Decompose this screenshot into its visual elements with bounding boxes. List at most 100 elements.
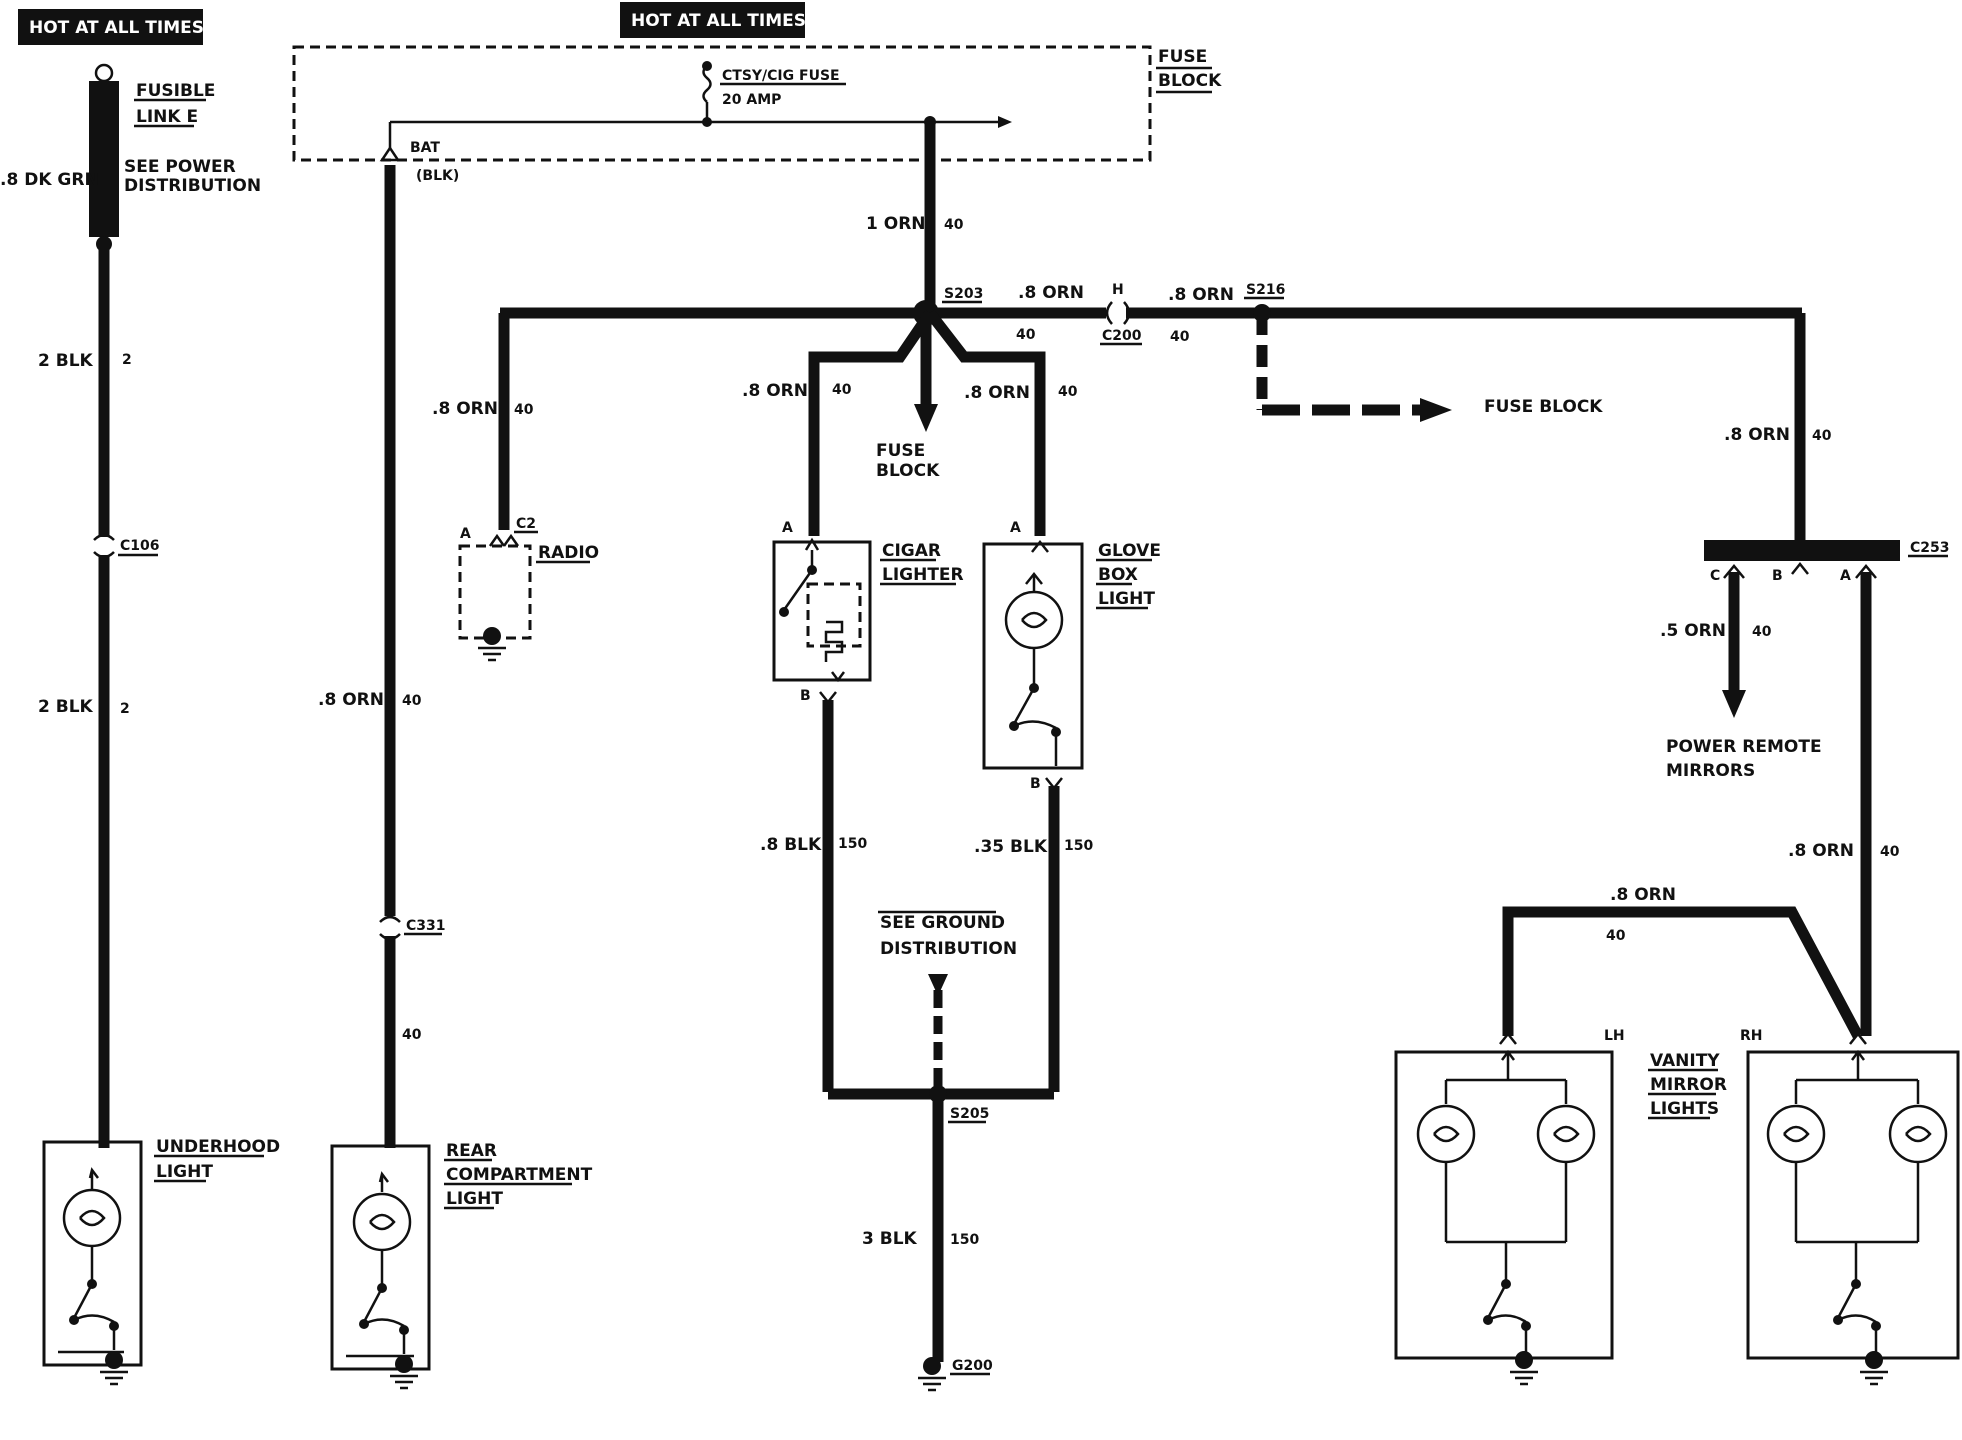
main-feed: 1 ORN 40 S203 FUSE BLOCK <box>500 122 1106 536</box>
c253-pin-b: B <box>1772 568 1783 584</box>
radio-pin-a: A <box>460 526 471 542</box>
hot-at-all-times-center: HOT AT ALL TIMES <box>620 2 806 38</box>
cigar-pin-b: B <box>800 688 811 704</box>
glove-circuit-40: 40 <box>1058 384 1078 400</box>
rear-compartment-light: REAR COMPARTMENT LIGHT <box>330 1141 593 1390</box>
rear-wire-orn: .8 ORN <box>318 690 384 710</box>
main-circuit-40: 40 <box>944 217 964 233</box>
connector-c253-block: C253 C B A <box>1704 540 1950 584</box>
glove-label-1: GLOVE <box>1098 541 1161 561</box>
bat-label: BAT <box>410 140 440 156</box>
glove-wire-orn: .8 ORN <box>964 383 1030 403</box>
right-circuit-40-2: 40 <box>1170 329 1190 345</box>
rear-circuit-40: 40 <box>402 693 422 709</box>
cigar-circuit-150: 150 <box>838 836 867 852</box>
glove-wire-blk: .35 BLK <box>974 837 1048 857</box>
rear-comp-label-1: REAR <box>446 1141 497 1161</box>
rear-comp-label-3: LIGHT <box>446 1189 503 1209</box>
vanity-light-rh <box>1746 1049 1960 1386</box>
bat-wire-color: (BLK) <box>416 168 459 184</box>
see-ground-1: SEE GROUND <box>880 913 1005 933</box>
fusible-link-circuit: FUSIBLE LINK E SEE POWER DISTRIBUTION .8… <box>0 63 261 1148</box>
underhood-label-2: LIGHT <box>156 1162 213 1182</box>
connector-c331: C331 <box>406 918 446 934</box>
glove-box-circuit: .8 ORN 40 A B GLOVE BOX LIGHT .35 BLK 15… <box>964 383 1161 1092</box>
splice-s205: S205 <box>950 1106 989 1122</box>
power-remote-mirrors: .5 ORN 40 POWER REMOTE MIRRORS <box>1660 572 1822 781</box>
hot-label-center: HOT AT ALL TIMES <box>631 11 806 31</box>
mirrors-label-2: MIRRORS <box>1666 761 1755 781</box>
right-wire-orn-1: .8 ORN <box>1018 283 1084 303</box>
ground-circuit: SEE GROUND DISTRIBUTION S205 3 BLK 150 G… <box>828 910 1054 1392</box>
fuse-block-label-2: BLOCK <box>1158 71 1222 91</box>
connector-c2: C2 <box>516 516 536 532</box>
vanity-light-lh <box>1394 1049 1614 1386</box>
vanity-wire-orn-rh: .8 ORN <box>1788 841 1854 861</box>
right-wire-orn-down: .8 ORN <box>1724 425 1790 445</box>
cigar-lighter-circuit: .8 ORN 40 A B CIGAR LIGHTER .8 BLK 150 <box>742 381 964 1092</box>
radio-wire-orn: .8 ORN <box>432 399 498 419</box>
ground-wire-3-blk: 3 BLK <box>862 1229 918 1249</box>
cigar-label-1: CIGAR <box>882 541 941 561</box>
right-wire-orn-2: .8 ORN <box>1168 285 1234 305</box>
vanity-label-3: LIGHTS <box>1650 1099 1719 1119</box>
underhood-light: UNDERHOOD LIGHT <box>42 1137 280 1386</box>
c253-pin-a: A <box>1840 568 1851 584</box>
pin-h: H <box>1112 282 1124 298</box>
rear-circuit-40-lower: 40 <box>402 1027 422 1043</box>
fusible-link-label-2: LINK E <box>136 107 198 127</box>
wire-2-blk-upper: 2 BLK <box>38 351 94 371</box>
vanity-wire-orn-lh: .8 ORN <box>1610 885 1676 905</box>
see-power-dist-2: DISTRIBUTION <box>124 176 261 196</box>
vanity-rh: RH <box>1740 1028 1763 1044</box>
radio-label: RADIO <box>538 543 599 563</box>
cigar-label-2: LIGHTER <box>882 565 964 585</box>
wire-2-blk-lower: 2 BLK <box>38 697 94 717</box>
fuse-block-branch-2: BLOCK <box>876 461 940 481</box>
right-circuit-40-1: 40 <box>1016 327 1036 343</box>
underhood-label-1: UNDERHOOD <box>156 1137 280 1157</box>
fuse-rating: 20 AMP <box>722 92 781 108</box>
glove-circuit-150: 150 <box>1064 838 1093 854</box>
main-wire-1-orn: 1 ORN <box>866 214 926 234</box>
right-circuit-40-down: 40 <box>1812 428 1832 444</box>
cigar-pin-a: A <box>782 520 793 536</box>
cigar-wire-orn: .8 ORN <box>742 381 808 401</box>
glove-label-2: BOX <box>1098 565 1138 585</box>
fuse-block-label-1: FUSE <box>1158 47 1207 67</box>
connector-c106: C106 <box>120 538 160 554</box>
radio-circuit-40: 40 <box>514 402 534 418</box>
c253-label: C253 <box>1910 540 1950 556</box>
splice-s216: S216 <box>1246 282 1285 298</box>
see-ground-2: DISTRIBUTION <box>880 939 1017 959</box>
hot-label-left: HOT AT ALL TIMES <box>29 18 204 38</box>
glove-label-3: LIGHT <box>1098 589 1155 609</box>
fusible-link-label-1: FUSIBLE <box>136 81 215 101</box>
circuit-2-lower: 2 <box>120 701 130 717</box>
vanity-circuit-40-rh: 40 <box>1880 844 1900 860</box>
circuit-2-upper: 2 <box>122 352 132 368</box>
glove-pin-b: B <box>1030 776 1041 792</box>
vanity-label-1: VANITY <box>1650 1051 1720 1071</box>
cigar-circuit-40: 40 <box>832 382 852 398</box>
vanity-circuit-40-lh: 40 <box>1606 928 1626 944</box>
c253-pin-c: C <box>1710 568 1720 584</box>
fuse-block-branch-1: FUSE <box>876 441 925 461</box>
radio-circuit: .8 ORN 40 A C2 RADIO <box>432 313 599 662</box>
vanity-lh: LH <box>1604 1028 1625 1044</box>
fuse-name: CTSY/CIG FUSE <box>722 68 840 84</box>
mirrors-circuit-40: 40 <box>1752 624 1772 640</box>
ground-g200: G200 <box>952 1358 993 1374</box>
mirrors-label-1: POWER REMOTE <box>1666 737 1822 757</box>
ground-circuit-150: 150 <box>950 1232 979 1248</box>
right-fuse-block: FUSE BLOCK <box>1484 397 1603 417</box>
vanity-label-2: MIRROR <box>1650 1075 1727 1095</box>
splice-s203: S203 <box>944 286 983 302</box>
rear-comp-label-2: COMPARTMENT <box>446 1165 593 1185</box>
see-power-dist-1: SEE POWER <box>124 157 236 177</box>
hot-at-all-times-left: HOT AT ALL TIMES <box>18 9 204 45</box>
right-feed-circuit: .8 ORN 40 H C200 .8 ORN 40 S216 FUSE BLO… <box>1016 282 1832 544</box>
cigar-wire-blk: .8 BLK <box>760 835 822 855</box>
fuse-block-outline: FUSE BLOCK CTSY/CIG FUSE 20 AMP BAT (BLK… <box>292 45 1222 184</box>
